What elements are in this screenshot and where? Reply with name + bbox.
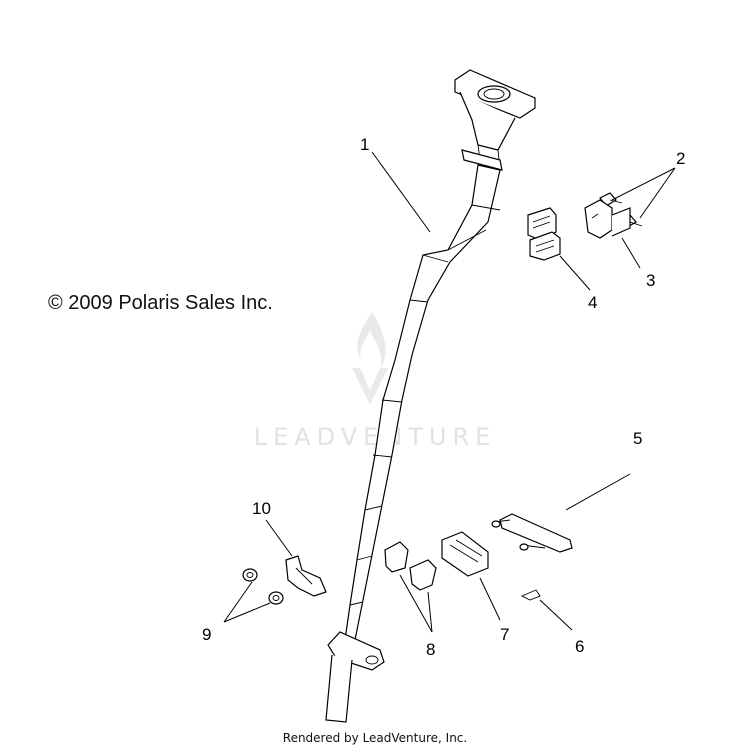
pin-5: [491, 513, 573, 553]
callout-1: 1: [360, 135, 369, 154]
callout-4: 4: [588, 293, 597, 312]
bracket-3: [584, 199, 631, 239]
bushing-4: [527, 207, 561, 261]
callout-10: 10: [252, 499, 271, 518]
callout-8: 8: [426, 640, 435, 659]
watermark: LEADVENTURE: [253, 423, 497, 451]
callout-2: 2: [676, 149, 685, 168]
leader-lines: [223, 151, 676, 633]
nut-9: [242, 568, 284, 605]
callout-3: 3: [646, 271, 655, 290]
watermark-logo: [352, 312, 388, 405]
block-7: [441, 531, 489, 577]
callout-7: 7: [500, 625, 509, 644]
copyright-notice: © 2009 Polaris Sales Inc.: [48, 292, 273, 314]
cotter-pin-6: [520, 589, 541, 601]
steering-shaft: [325, 69, 536, 723]
bushing-8: [384, 541, 437, 591]
callout-5: 5: [633, 429, 642, 448]
footer-credit: Rendered by LeadVenture, Inc.: [282, 731, 468, 745]
callout-9: 9: [202, 625, 211, 644]
callout-6: 6: [575, 637, 584, 656]
bracket-10: [285, 555, 327, 597]
